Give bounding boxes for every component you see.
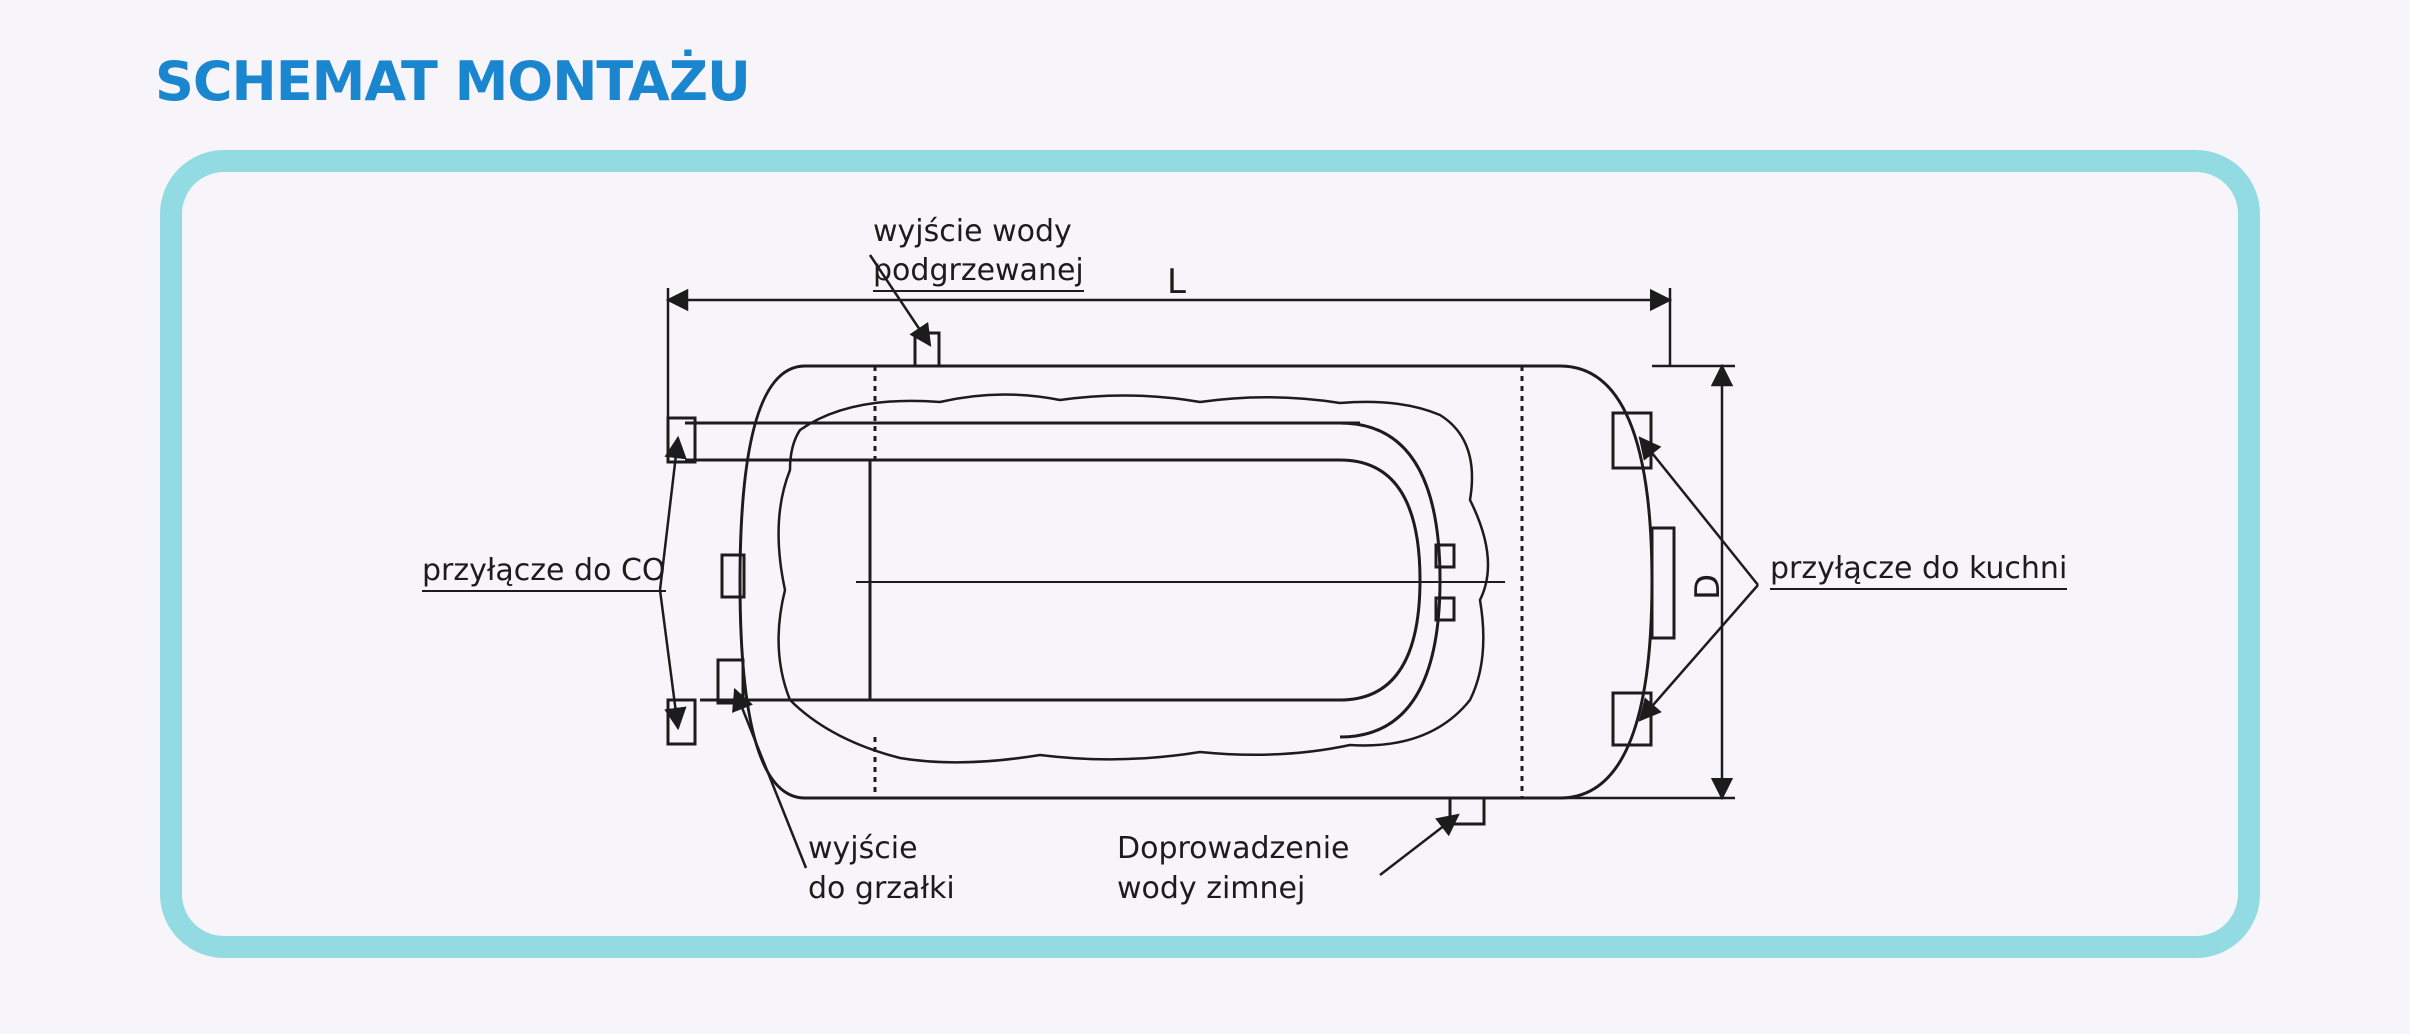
co-pipe-bottom — [666, 698, 697, 746]
hot-water-label-2: podgrzewanej — [873, 252, 1084, 292]
co-pipe-top — [666, 416, 697, 464]
coil-outer — [685, 458, 1422, 702]
kitchen-socket-top — [1611, 411, 1653, 470]
heater-outlet — [716, 658, 745, 705]
length-label: L — [1167, 262, 1186, 302]
heater-out-label-2: do grzałki — [808, 871, 955, 906]
kitchen-connection-label: przyłącze do kuchni — [1770, 550, 2068, 590]
hot-water-label-1: wyjście wody — [873, 214, 1072, 249]
coil-inner — [685, 421, 1442, 739]
hot-water-outlet — [913, 331, 941, 368]
cold-water-label-2: wody zimnej — [1117, 871, 1306, 906]
co-connection-label: przyłącze do CO — [422, 552, 666, 592]
diagram-frame — [160, 150, 2260, 958]
cold-water-inlet — [1448, 796, 1486, 826]
kitchen-socket-mid — [1650, 526, 1676, 640]
page-title: SCHEMAT MONTAŻU — [155, 50, 751, 113]
diameter-label: D — [1688, 573, 1728, 600]
tank-cutout — [777, 393, 1490, 764]
heater-out-label-1: wyjście — [808, 831, 918, 866]
cold-water-label-1: Doprowadzenie — [1117, 831, 1350, 866]
